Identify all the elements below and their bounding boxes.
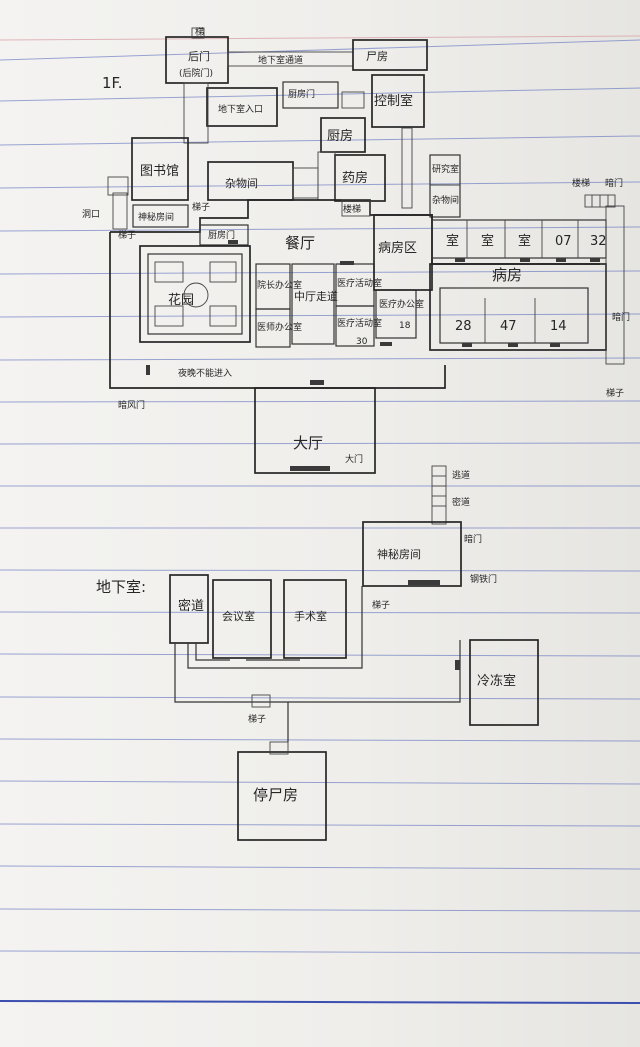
ward-room-a: 室 <box>446 233 459 249</box>
ladder-right-label: 梯子 <box>606 387 624 399</box>
patient-area-label: 病房区 <box>378 240 417 256</box>
ward-room-07: 07 <box>555 234 572 249</box>
ladder-basement-label: 梯子 <box>372 599 390 611</box>
corpse-room-label: 尸房 <box>366 50 388 63</box>
ladder-label-2: 梯子 <box>192 201 210 213</box>
ladder-small-label: 梯 <box>195 26 204 38</box>
ward-room-47: 47 <box>500 319 517 334</box>
storage-label: 杂物间 <box>225 176 258 190</box>
labels: 1F. 地下室: 后门 (后院门) 梯 地下室通道 尸房 控制室 地下室入口 厨… <box>82 26 630 804</box>
morgue-label: 停尸房 <box>253 786 298 804</box>
back-window-label: 暗门 <box>612 311 630 323</box>
ward-room-14: 14 <box>550 319 567 334</box>
garden-label: 花园 <box>168 292 194 308</box>
back-door-note: (后院门) <box>179 67 213 79</box>
doctor-office-label: 医师办公室 <box>257 321 302 333</box>
cold-room-label: 冷冻室 <box>477 673 516 689</box>
lobby-label: 大厅 <box>293 434 323 452</box>
control-room-label: 控制室 <box>374 93 413 109</box>
tunnel-label: 密道 <box>452 496 470 508</box>
kitchen-door-label: 厨房门 <box>288 88 315 100</box>
kitchen-label: 厨房 <box>327 128 353 144</box>
room-30-label: 30 <box>356 337 368 347</box>
secret-room-label: 神秘房间 <box>377 547 421 561</box>
activity-room-label: 医疗活动室 <box>337 277 382 289</box>
operating-label: 手术室 <box>294 609 327 623</box>
basement-entrance-label: 地下室入口 <box>218 103 263 115</box>
conference-label: 会议室 <box>222 609 255 623</box>
director-office-label: 院长办公室 <box>257 279 302 291</box>
escape-tunnel-label: 逃道 <box>452 469 470 481</box>
pharmacy-label: 药房 <box>342 170 368 186</box>
ladder-label: 梯子 <box>118 229 136 241</box>
main-door-label: 大门 <box>345 453 363 465</box>
wind-door-label: 暗风门 <box>118 399 145 411</box>
ruled-lines <box>0 35 640 1004</box>
secret-room-left-label: 神秘房间 <box>138 211 174 223</box>
floor-title: 1F. <box>102 74 123 92</box>
activity-room-2-label: 医疗活动室 <box>337 317 382 329</box>
passage-label: 地下室通道 <box>258 54 303 66</box>
kitchen-door-2-label: 厨房门 <box>208 229 235 241</box>
room-18-label: 18 <box>399 321 411 331</box>
restaurant-label: 餐厅 <box>285 234 315 252</box>
steel-door-label: 钢铁门 <box>470 573 497 585</box>
back-door-label: 后门 <box>188 49 210 63</box>
no-entry-note: 夜晚不能进入 <box>178 367 232 379</box>
storage-right-label: 杂物间 <box>432 194 459 206</box>
ward-label: 病房 <box>492 266 522 284</box>
ward-room-b: 室 <box>481 233 494 249</box>
library-label: 图书馆 <box>140 164 179 179</box>
basement-title: 地下室: <box>96 578 146 596</box>
medical-office-label: 医疗办公室 <box>379 298 424 310</box>
stairs-right-label: 楼梯 <box>572 177 590 189</box>
ward-room-32: 32 <box>590 234 607 249</box>
research-lab-label: 研究室 <box>432 163 459 175</box>
central-hall-label: 中厅走道 <box>294 289 338 303</box>
tunnel-room-label: 密道 <box>178 598 204 614</box>
secret-door-label: 暗门 <box>464 533 482 545</box>
secret-door-top-label: 暗门 <box>605 177 623 189</box>
first-floor-plan <box>107 27 625 474</box>
ward-room-c: 室 <box>518 233 531 249</box>
basement-plan <box>169 465 539 841</box>
hole-label: 洞口 <box>82 209 100 220</box>
ward-room-28: 28 <box>455 319 472 334</box>
stairs-label: 楼梯 <box>343 203 361 215</box>
ladder-basement-2-label: 梯子 <box>248 713 266 725</box>
